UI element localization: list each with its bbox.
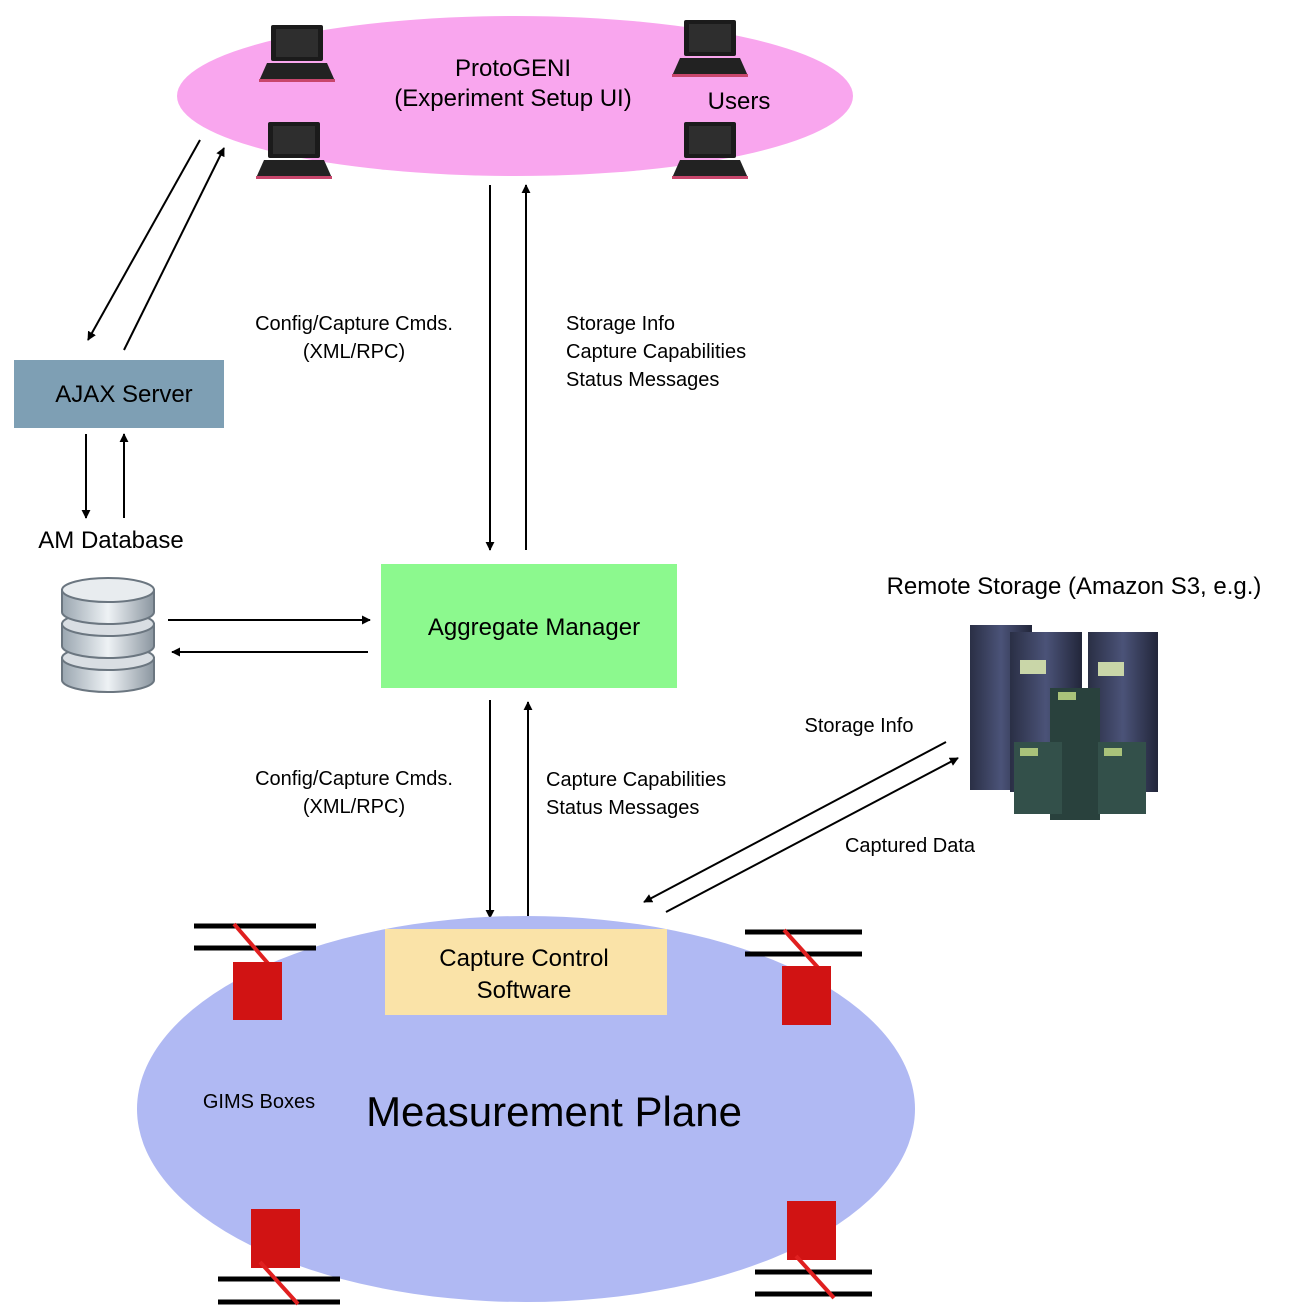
users-label: Users <box>708 88 771 115</box>
capture-control-node: Capture Control Software <box>385 929 667 1015</box>
aggregate-manager-label: Aggregate Manager <box>428 614 640 641</box>
top-info-label-2: Capture Capabilities <box>566 341 746 363</box>
bottom-cmd-label-1: Config/Capture Cmds. <box>255 768 453 790</box>
gims-box-icon <box>745 928 862 1025</box>
gims-box-icon <box>194 922 316 1020</box>
gims-boxes-label: GIMS Boxes <box>203 1091 315 1113</box>
arrow-capture-to-storage <box>665 757 959 913</box>
ajax-server-label: AJAX Server <box>55 381 192 408</box>
arrow-storage-to-capture <box>643 741 947 903</box>
gims-box-icon <box>218 1209 340 1306</box>
aggregate-manager-node: Aggregate Manager <box>381 564 677 688</box>
capture-control-label-1: Capture Control <box>439 945 608 972</box>
aggregate-manager-box <box>381 564 677 688</box>
capture-control-box <box>385 929 667 1015</box>
database-icon <box>61 577 155 693</box>
top-info-label-3: Status Messages <box>566 369 719 391</box>
top-info-label-1: Storage Info <box>566 313 675 335</box>
bottom-info-label-2: Status Messages <box>546 797 699 819</box>
ajax-server-node: AJAX Server <box>14 360 224 428</box>
capture-control-label-2: Software <box>477 977 572 1004</box>
protogeni-node: ProtoGENI (Experiment Setup UI) Users <box>177 16 853 179</box>
bottom-cmd-label-2: (XML/RPC) <box>303 796 405 818</box>
top-cmd-label-2: (XML/RPC) <box>303 341 405 363</box>
gims-box-icon <box>755 1201 872 1300</box>
protogeni-subtitle: (Experiment Setup UI) <box>394 85 631 112</box>
remote-storage-label: Remote Storage (Amazon S3, e.g.) <box>887 573 1262 600</box>
protogeni-title: ProtoGENI <box>455 55 571 82</box>
captured-data-label: Captured Data <box>845 835 976 857</box>
arrow-protogeni-to-ajax <box>87 139 201 341</box>
top-cmd-label-1: Config/Capture Cmds. <box>255 313 453 335</box>
bottom-info-label-1: Capture Capabilities <box>546 769 726 791</box>
arrow-ajax-to-protogeni <box>123 147 225 351</box>
storage-info-label: Storage Info <box>805 715 914 737</box>
measurement-plane-node: Measurement Plane GIMS Boxes <box>137 916 915 1302</box>
server-rack-icon <box>970 625 1158 820</box>
am-database-label: AM Database <box>38 527 183 554</box>
measurement-plane-ellipse <box>137 916 915 1302</box>
measurement-plane-label: Measurement Plane <box>366 1088 742 1135</box>
ajax-server-box <box>14 360 224 428</box>
